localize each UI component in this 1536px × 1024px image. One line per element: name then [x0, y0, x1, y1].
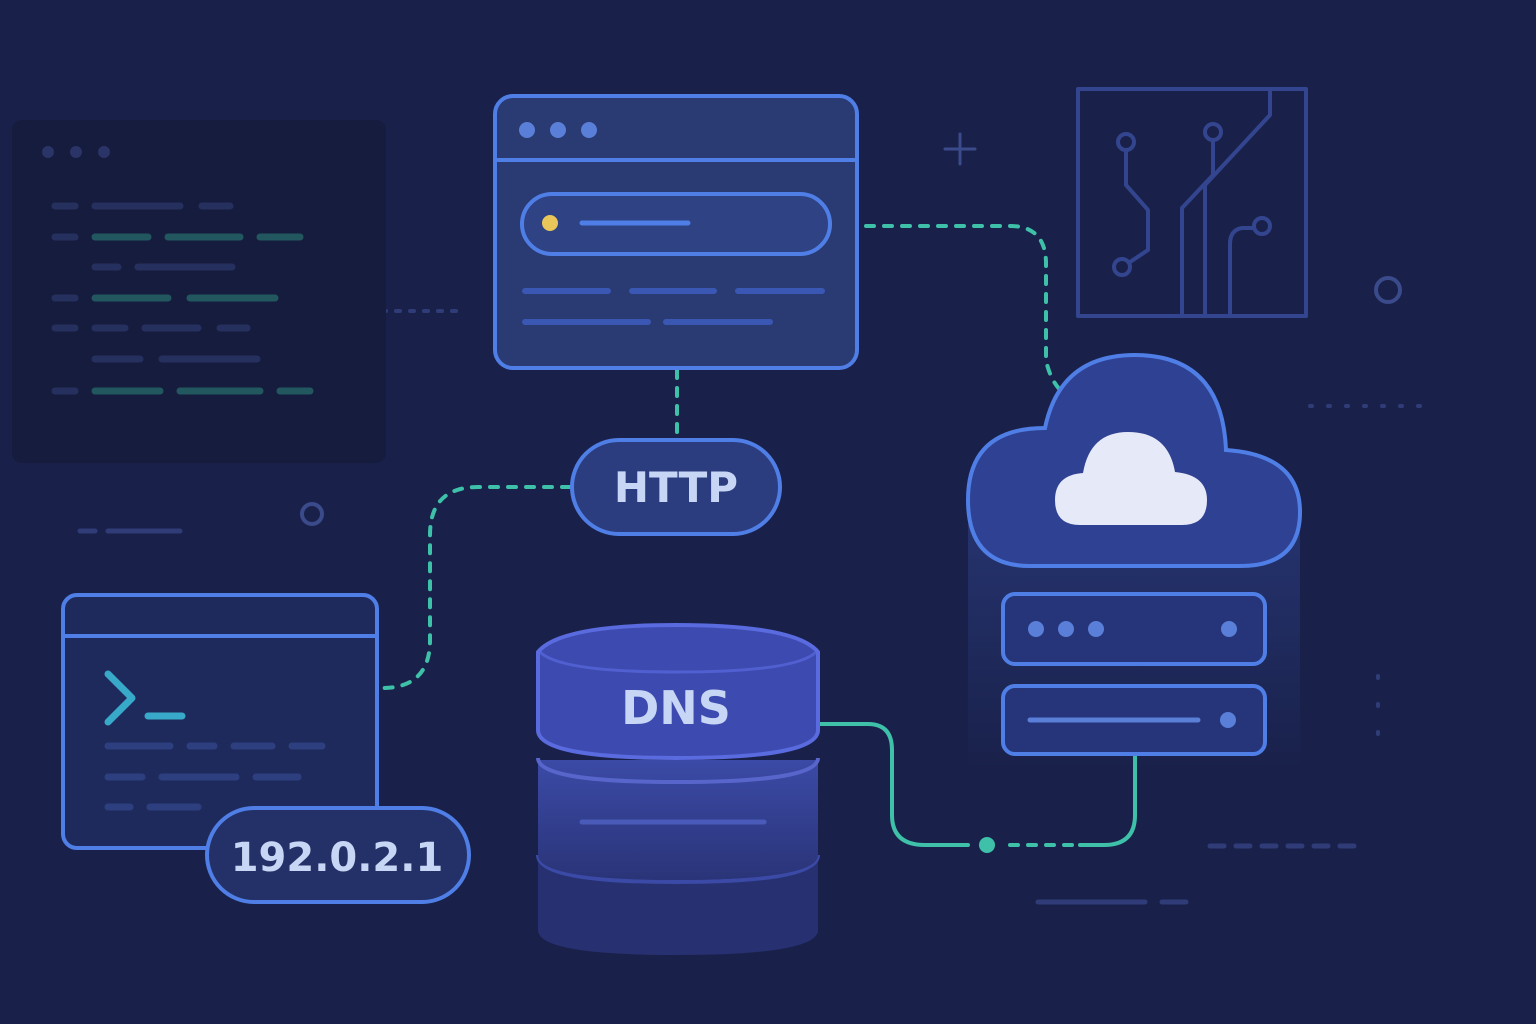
window-dot: [98, 146, 110, 158]
browser-window: [493, 94, 859, 370]
decorations: [77, 132, 1438, 905]
cloud-server: [965, 352, 1303, 770]
http-label: HTTP: [614, 463, 738, 512]
ip-address-badge: 192.0.2.1: [205, 806, 471, 904]
circuit-board-icon: [1076, 87, 1308, 318]
terminal-prompt-icon: [104, 670, 136, 726]
code-editor-panel: [12, 120, 386, 463]
http-badge: HTTP: [570, 438, 782, 536]
connector-browser-cloud: [864, 224, 1064, 394]
plus-icon: [943, 132, 977, 166]
connector-server-end: [1078, 754, 1137, 847]
window-dot: [550, 122, 566, 138]
window-dot: [70, 146, 82, 158]
dns-label: DNS: [621, 681, 731, 735]
connector-node: [979, 837, 995, 853]
connectors: [380, 224, 1137, 847]
connector-http-terminal: [380, 485, 572, 690]
window-dot: [519, 122, 535, 138]
dns-database: DNS: [536, 622, 820, 955]
ring-icon: [300, 502, 324, 526]
connector-dns-server: [816, 722, 970, 847]
address-dot-icon: [542, 215, 558, 231]
ip-address-label: 192.0.2.1: [231, 835, 444, 881]
cloud-icon: [1055, 432, 1207, 525]
ring-icon: [1374, 276, 1402, 304]
server-rack-unit: [1001, 592, 1267, 666]
window-dot: [581, 122, 597, 138]
window-dot: [42, 146, 54, 158]
